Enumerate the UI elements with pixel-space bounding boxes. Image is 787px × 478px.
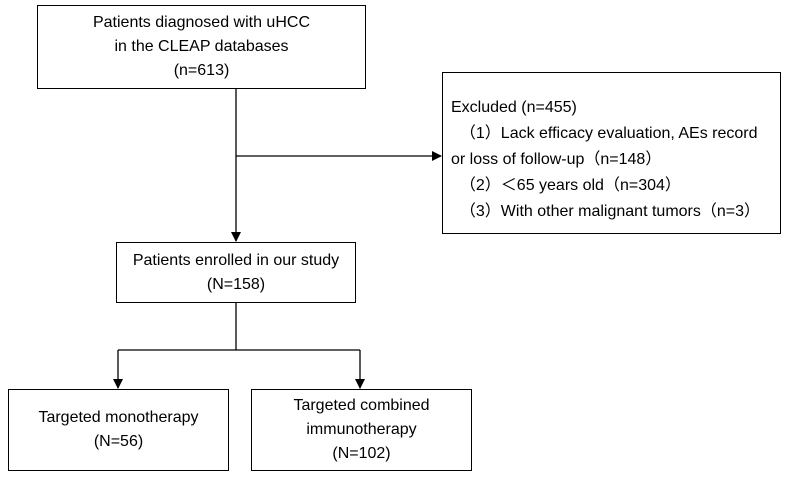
excluded-patients-box: Excluded (n=455) （1）Lack efficacy evalua…: [442, 72, 781, 234]
combined-line-1: Targeted combined: [293, 397, 430, 414]
excluded-heading: Excluded (n=455): [451, 99, 577, 116]
combined-line-2: immunotherapy: [306, 421, 417, 438]
monotherapy-line-1: Targeted monotherapy: [38, 409, 199, 426]
excluded-reason-2: （2）＜65 years old（n=304）: [451, 177, 681, 194]
source-line-3: (n=613): [173, 62, 230, 79]
excluded-reason-1b: or loss of follow-up（n=148）: [451, 151, 662, 168]
combined-line-3: (N=102): [332, 445, 391, 462]
source-patients-box: Patients diagnosed with uHCC in the CLEA…: [37, 5, 366, 89]
monotherapy-box: Targeted monotherapy (N=56): [8, 389, 229, 471]
enrolled-patients-box: Patients enrolled in our study (N=158): [116, 242, 356, 303]
excluded-reason-1a: （1）Lack efficacy evaluation, AEs record: [451, 125, 758, 142]
source-line-2: in the CLEAP databases: [114, 38, 289, 55]
monotherapy-line-2: (N=56): [93, 433, 144, 450]
combined-therapy-box: Targeted combined immunotherapy (N=102): [251, 389, 472, 471]
enrolled-line-1: Patients enrolled in our study: [132, 251, 340, 269]
enrolled-line-2: (N=158): [206, 275, 266, 293]
excluded-reason-3: （3）With other malignant tumors（n=3）: [451, 203, 761, 220]
source-line-1: Patients diagnosed with uHCC: [92, 14, 310, 31]
